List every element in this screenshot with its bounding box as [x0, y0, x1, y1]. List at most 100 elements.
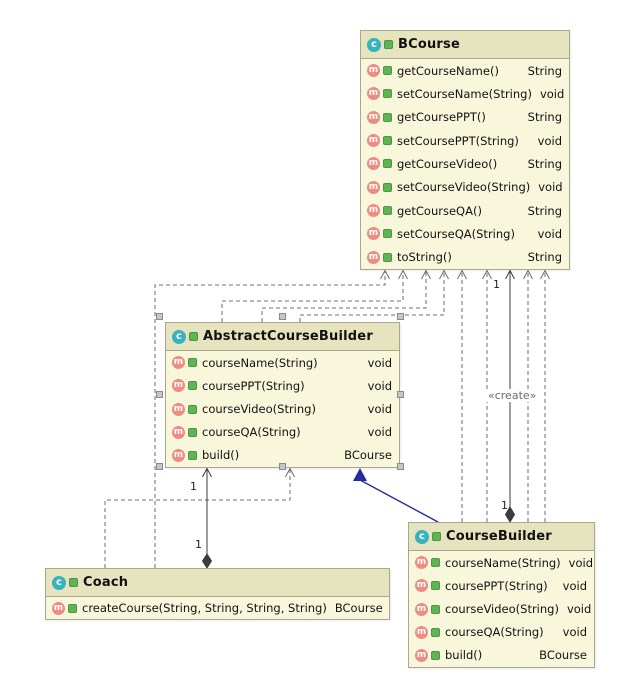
- method-return-type: void: [562, 625, 587, 640]
- arrowhead-icon: [523, 269, 533, 280]
- method-return-type: void: [367, 425, 392, 440]
- method-row[interactable]: m courseName(String) void: [166, 351, 399, 374]
- arrowhead-icon: [398, 269, 408, 280]
- method-row[interactable]: m courseQA(String) void: [166, 421, 399, 444]
- visibility-icon: [432, 532, 441, 541]
- dependency-edge-coach-abstractcoursebuilder[interactable]: [104, 467, 295, 569]
- class-header-bcourse[interactable]: c BCourse: [361, 31, 569, 59]
- method-row[interactable]: m setCourseQA(String) void: [361, 222, 569, 245]
- class-icon: c: [172, 329, 186, 344]
- method-row[interactable]: m getCourseVideo() String: [361, 152, 569, 175]
- method-row[interactable]: m createCourse(String, String, String, S…: [46, 597, 389, 619]
- method-name: coursePPT(String): [445, 578, 548, 593]
- class-icon: c: [367, 37, 381, 52]
- visibility-icon: [383, 66, 392, 76]
- visibility-icon: [383, 159, 392, 169]
- selection-handle-top-center[interactable]: [279, 313, 286, 320]
- dependency-edge-abstractcoursebuilder-bcourse-2[interactable]: [261, 269, 431, 323]
- method-name: courseVideo(String): [445, 602, 559, 616]
- visibility-icon: [431, 650, 440, 660]
- method-name: setCoursePPT(String): [397, 133, 519, 148]
- dependency-edge-coursebuilder-bcourse-1[interactable]: [457, 269, 467, 523]
- method-row[interactable]: m setCoursePPT(String) void: [361, 129, 569, 152]
- dependency-edge-coursebuilder-bcourse-create[interactable]: [523, 269, 533, 523]
- selection-handle-bottom-left[interactable]: [156, 463, 163, 470]
- method-row[interactable]: m courseVideo(String) void: [166, 397, 399, 420]
- method-name: build(): [202, 448, 240, 463]
- method-return-type: void: [367, 355, 392, 370]
- multiplicity-label: 1: [501, 499, 508, 512]
- class-icon: c: [415, 529, 429, 544]
- visibility-icon: [431, 558, 440, 568]
- class-box-coach[interactable]: c Coach m createCourse(String, String, S…: [45, 568, 390, 620]
- dependency-edge-abstractcoursebuilder-bcourse-1[interactable]: [221, 269, 408, 323]
- dependency-edge-coursebuilder-bcourse-3[interactable]: [540, 269, 550, 523]
- method-icon: m: [415, 556, 428, 570]
- class-header-abstractcoursebuilder[interactable]: c AbstractCourseBuilder: [166, 323, 399, 351]
- method-return-type: void: [566, 602, 592, 616]
- dependency-edge-coursebuilder-bcourse-2[interactable]: [482, 269, 492, 523]
- class-box-bcourse[interactable]: c BCourse m getCourseName() String m set…: [360, 30, 570, 270]
- method-name: toString(): [397, 250, 452, 265]
- method-row[interactable]: m getCoursePPT() String: [361, 106, 569, 129]
- method-row[interactable]: m build() BCourse: [166, 444, 399, 467]
- method-name: courseQA(String): [202, 425, 301, 440]
- method-row[interactable]: m setCourseName(String) void: [361, 82, 569, 105]
- method-icon: m: [367, 87, 380, 101]
- method-row[interactable]: m getCourseName() String: [361, 59, 569, 82]
- class-box-abstractcoursebuilder[interactable]: c AbstractCourseBuilder m courseName(Str…: [165, 322, 400, 468]
- method-name: getCoursePPT(): [397, 110, 486, 125]
- method-row[interactable]: m coursePPT(String) void: [409, 574, 594, 597]
- method-return-type: String: [527, 63, 562, 78]
- method-return-type: BCourse: [334, 601, 383, 615]
- class-box-coursebuilder[interactable]: c CourseBuilder m courseName(String) voi…: [408, 522, 595, 668]
- method-row[interactable]: m courseVideo(String) void: [409, 597, 594, 620]
- class-header-coursebuilder[interactable]: c CourseBuilder: [409, 523, 594, 551]
- selection-handle-top-right[interactable]: [397, 313, 404, 320]
- selection-handle-bottom-center[interactable]: [279, 463, 286, 470]
- method-icon: m: [367, 110, 380, 124]
- method-row[interactable]: m setCourseVideo(String) void: [361, 176, 569, 199]
- visibility-icon: [431, 627, 440, 637]
- visibility-icon: [69, 578, 78, 587]
- method-return-type: String: [527, 250, 562, 265]
- class-members: m courseName(String) void m coursePPT(St…: [166, 351, 399, 467]
- create-stereotype-label: «create»: [486, 389, 539, 402]
- method-name: setCourseQA(String): [397, 226, 515, 241]
- visibility-icon: [188, 381, 197, 391]
- multiplicity-label: 1: [190, 480, 197, 493]
- method-icon: m: [52, 601, 65, 615]
- method-icon: m: [415, 625, 428, 639]
- selection-handle-mid-right[interactable]: [397, 391, 404, 398]
- class-header-coach[interactable]: c Coach: [46, 569, 389, 597]
- visibility-icon: [188, 450, 197, 460]
- method-icon: m: [367, 180, 380, 194]
- visibility-icon: [383, 182, 392, 192]
- selection-handle-mid-left[interactable]: [156, 391, 163, 398]
- method-row[interactable]: m build() BCourse: [409, 644, 594, 667]
- method-return-type: void: [568, 555, 594, 570]
- dependency-edge-coach-bcourse[interactable]: [154, 269, 390, 569]
- dependency-edge-abstractcoursebuilder-bcourse-3[interactable]: [299, 269, 449, 323]
- method-icon: m: [172, 448, 185, 462]
- visibility-icon: [68, 603, 77, 613]
- method-row[interactable]: m toString() String: [361, 246, 569, 269]
- method-return-type: void: [538, 180, 563, 195]
- arrowhead-icon: [482, 269, 492, 280]
- selection-handle-bottom-right[interactable]: [397, 463, 404, 470]
- selection-handle-top-left[interactable]: [156, 313, 163, 320]
- class-members: m courseName(String) void m coursePPT(St…: [409, 551, 594, 667]
- method-row[interactable]: m coursePPT(String) void: [166, 374, 399, 397]
- aggregation-edge-coach-abstractcoursebuilder[interactable]: [201, 467, 213, 569]
- method-name: courseName(String): [445, 555, 561, 570]
- method-row[interactable]: m courseName(String) void: [409, 551, 594, 574]
- diamond-icon: [504, 506, 516, 523]
- inheritance-edge-coursebuilder-abstractcoursebuilder[interactable]: [353, 468, 439, 523]
- method-row[interactable]: m courseQA(String) void: [409, 621, 594, 644]
- visibility-icon: [384, 40, 393, 49]
- class-name: AbstractCourseBuilder: [203, 329, 373, 344]
- method-row[interactable]: m getCourseQA() String: [361, 199, 569, 222]
- method-name: build(): [445, 648, 483, 663]
- arrowhead-icon: [540, 269, 550, 280]
